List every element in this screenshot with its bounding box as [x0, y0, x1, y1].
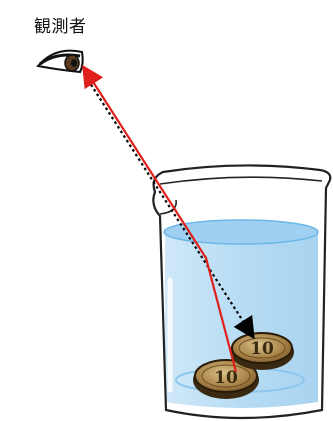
coin-bottom-value: 10	[214, 368, 238, 388]
coin-top: 10	[230, 333, 294, 370]
coin-top-value: 10	[250, 339, 274, 359]
eye-icon	[38, 51, 83, 72]
